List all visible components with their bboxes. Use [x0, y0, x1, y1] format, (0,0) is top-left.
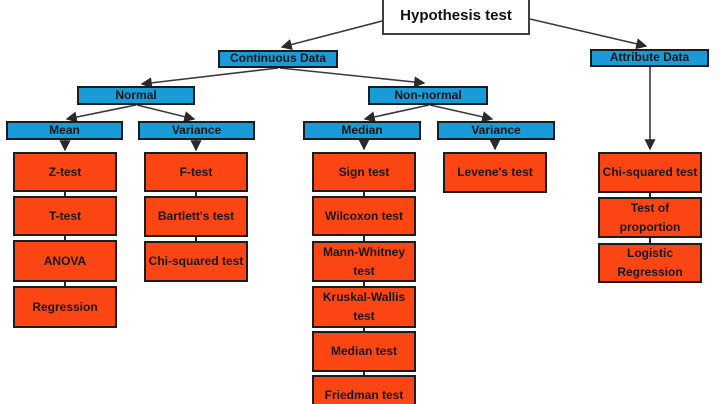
edge-normal-mean: [65, 104, 137, 123]
node-non-normal: Non-normal: [368, 86, 488, 105]
edge-nonnormal-median: [363, 104, 430, 123]
node-attribute-data: Attribute Data: [590, 49, 709, 67]
edge-nonnormal-variance: [429, 104, 494, 123]
node-friedman-test: Friedman test: [312, 375, 416, 404]
node-regression: Regression: [13, 286, 117, 328]
node-z-test: Z-test: [13, 152, 117, 192]
node-sign-test: Sign test: [312, 152, 416, 192]
node-levenes-test: Levene's test: [443, 152, 547, 193]
node-f-test: F-test: [144, 152, 248, 192]
edge-root-attribute: [529, 18, 648, 50]
node-wilcoxon-test: Wilcoxon test: [312, 196, 416, 236]
node-logistic-regression: Logistic Regression: [598, 243, 702, 283]
node-kruskal-wallis-test: Kruskal-Wallis test: [312, 286, 416, 328]
node-mann-whitney-test: Mann-Whitney test: [312, 241, 416, 282]
node-median-test: Median test: [312, 331, 416, 372]
node-t-test: T-test: [13, 196, 117, 236]
node-chi-squared-test-attribute: Chi-squared test: [598, 152, 702, 193]
node-continuous-data: Continuous Data: [218, 50, 338, 68]
node-median: Median: [303, 121, 421, 140]
node-variance-normal: Variance: [138, 121, 255, 140]
edge-root-continuous: [280, 20, 383, 50]
node-normal: Normal: [77, 86, 195, 105]
node-hypothesis-test: Hypothesis test: [382, 0, 530, 35]
node-mean: Mean: [6, 121, 123, 140]
node-variance-nonnormal: Variance: [437, 121, 555, 140]
node-bartletts-test: Bartlett's test: [144, 196, 248, 237]
node-anova: ANOVA: [13, 240, 117, 282]
node-chi-squared-test-variance: Chi-squared test: [144, 241, 248, 282]
edge-continuous-normal: [140, 67, 279, 89]
edge-normal-variance: [136, 104, 196, 123]
edge-continuous-nonnormal: [279, 67, 426, 88]
node-test-of-proportion: Test of proportion: [598, 197, 702, 238]
